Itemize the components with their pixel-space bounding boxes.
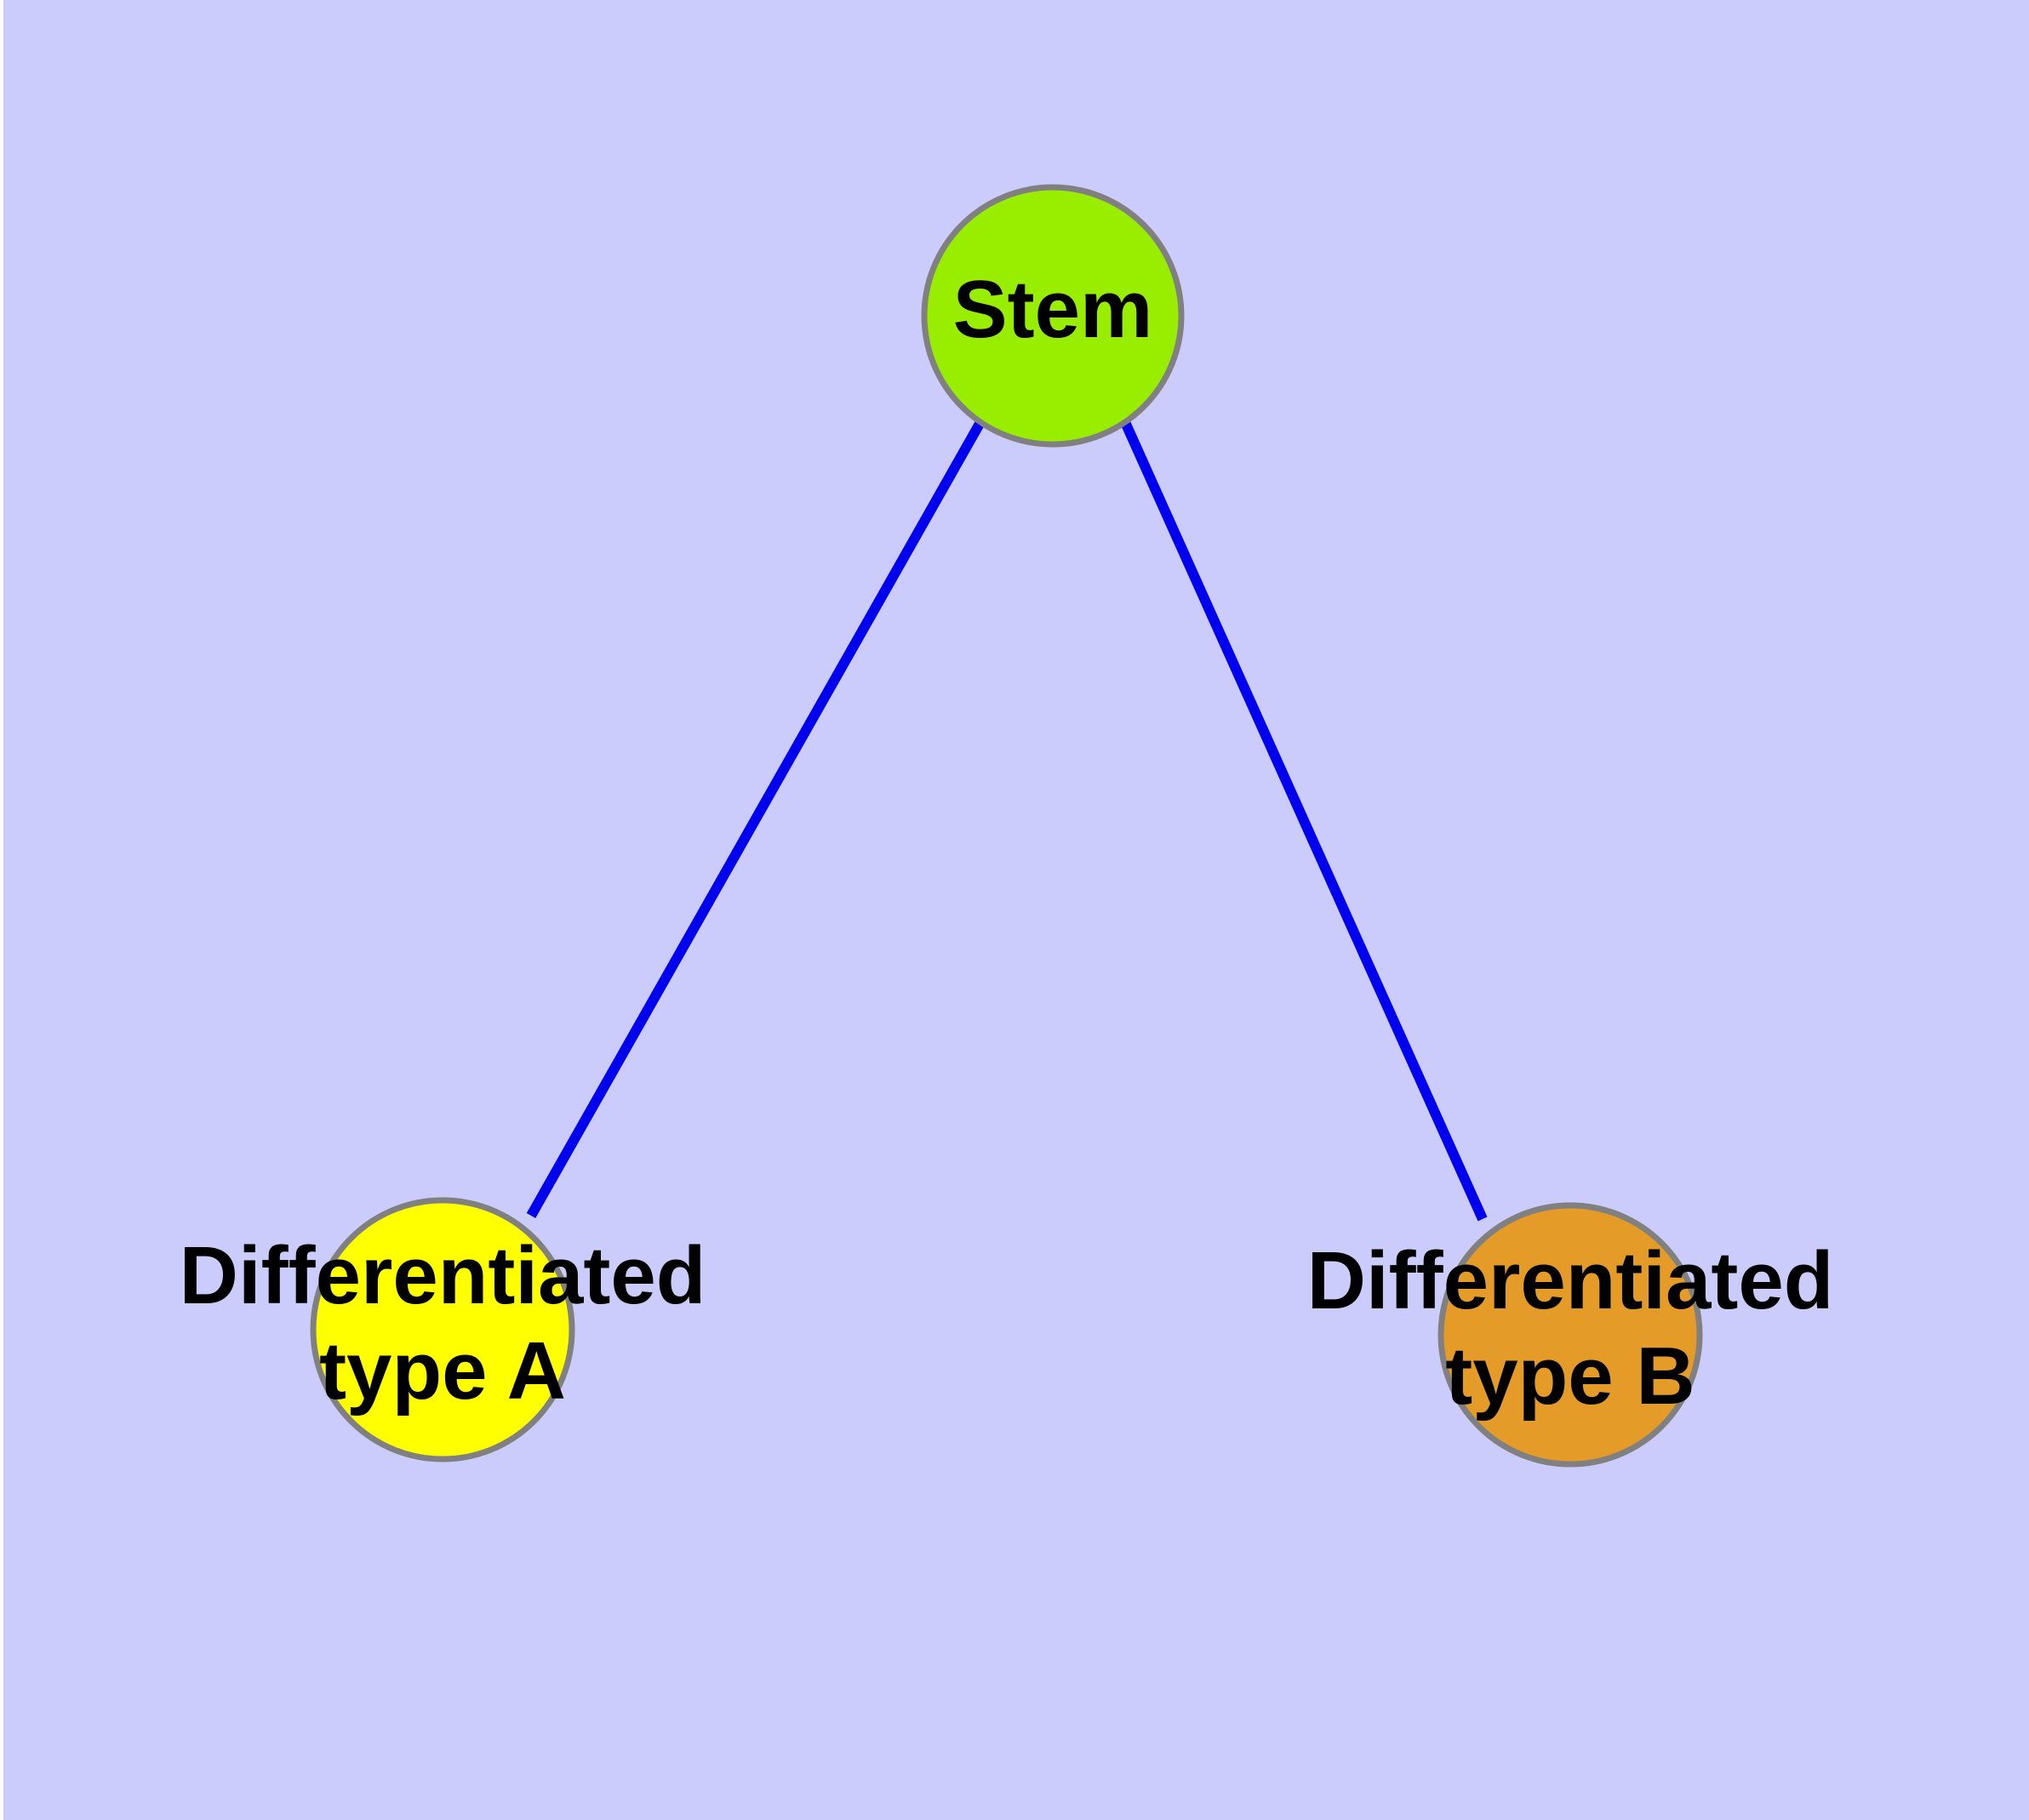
node-label-line: Stem — [953, 264, 1153, 355]
node-label-line: type A — [319, 1325, 566, 1417]
edge-layer — [526, 420, 1488, 1222]
node-differentiated-type-a-circle[interactable] — [310, 1197, 575, 1462]
left-margin-strip — [0, 0, 3, 1820]
node-label-line: Differentiated — [1307, 1235, 1834, 1326]
node-layer — [310, 184, 1703, 1468]
node-label-line: Differentiated — [180, 1230, 706, 1321]
node-label-stem: Stem — [953, 264, 1153, 355]
node-label-line: type B — [1445, 1331, 1695, 1422]
node-stem-circle[interactable] — [921, 184, 1185, 448]
node-differentiated-type-b-circle[interactable] — [1437, 1202, 1703, 1468]
node-differentiated-type-b[interactable] — [1437, 1202, 1703, 1468]
edge-stem-to-differentiated-a[interactable] — [526, 420, 986, 1218]
node-differentiated-type-a[interactable] — [310, 1197, 575, 1462]
edge-stem-to-differentiated-b[interactable] — [1120, 420, 1488, 1222]
node-stem[interactable] — [921, 184, 1185, 448]
